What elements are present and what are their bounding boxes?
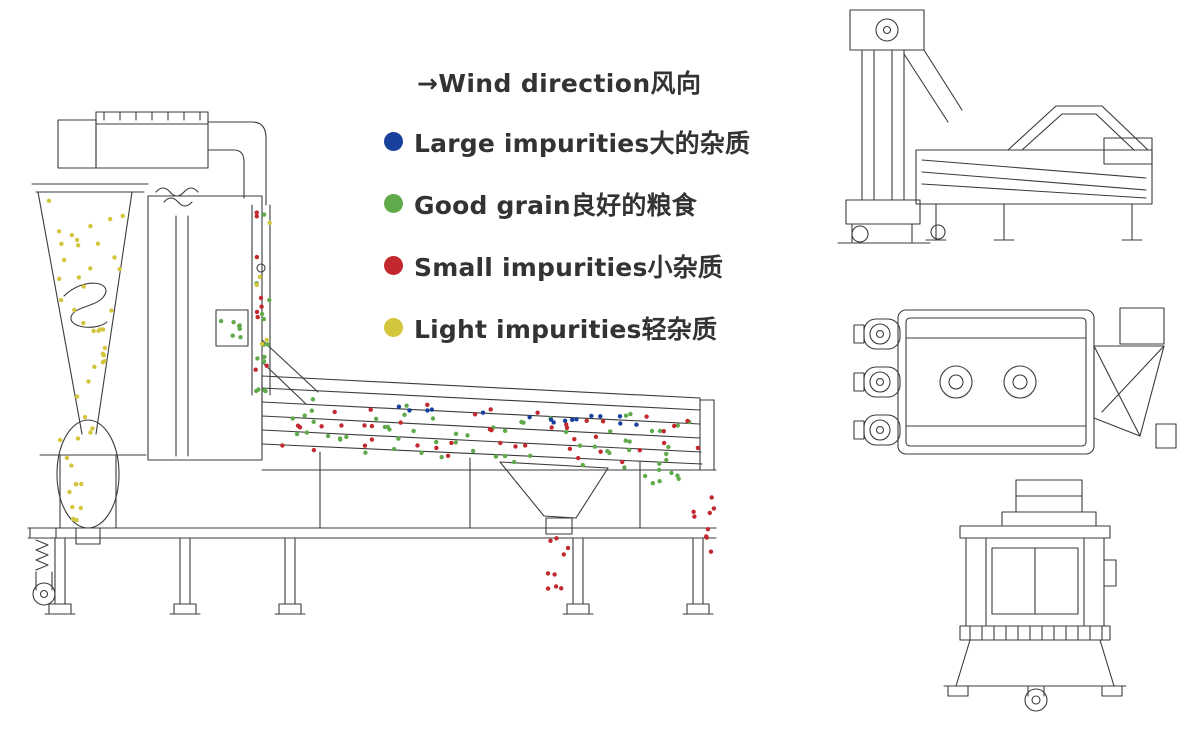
dots-layer <box>46 198 717 591</box>
legend-label-light-impurities: Light impurities轻杂质 <box>414 314 718 344</box>
legend-label-small-impurities: Small impurities小杂质 <box>414 252 724 282</box>
legend-label-good-grain: Good grain良好的粮食 <box>414 190 697 220</box>
wind-direction-label: →Wind direction风向 <box>417 69 702 98</box>
main-side-view <box>27 111 717 615</box>
legend-item-small-impurities: Small impurities小杂质 <box>384 245 744 286</box>
good-grain-color-icon <box>384 194 403 213</box>
top-plan-view <box>853 307 1177 455</box>
front-view <box>943 479 1127 712</box>
light-impurities-color-icon <box>384 318 403 337</box>
right-side-view <box>837 9 1153 244</box>
small-impurities-color-icon <box>384 256 403 275</box>
large-impurities-color-icon <box>384 132 403 151</box>
legend-item-large-impurities: Large impurities大的杂质 <box>384 121 750 162</box>
legend: →Wind direction风向 Large impurities大的杂质 G… <box>384 64 750 348</box>
legend-item-light-impurities: Light impurities轻杂质 <box>384 307 744 348</box>
legend-label-large-impurities: Large impurities大的杂质 <box>414 128 751 158</box>
legend-item-good-grain: Good grain良好的粮食 <box>384 183 744 224</box>
